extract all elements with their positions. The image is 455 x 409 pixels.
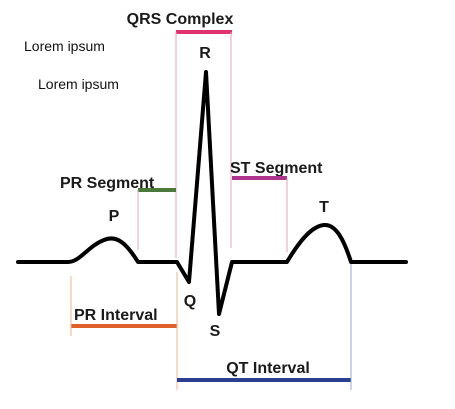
s-wave-label: S xyxy=(210,323,221,340)
st-segment-label: ST Segment xyxy=(230,160,323,177)
t-wave-label: T xyxy=(319,199,329,216)
qt-interval-label: QT Interval xyxy=(226,360,310,377)
pr-segment-label: PR Segment xyxy=(60,175,155,192)
ecg-trace xyxy=(16,70,408,316)
p-wave-label: P xyxy=(109,208,120,225)
filler-text-1: Lorem ipsum xyxy=(24,38,105,54)
q-wave-label: Q xyxy=(184,293,196,310)
qrs-complex-label: QRS Complex xyxy=(127,11,234,28)
pr-interval-label: PR Interval xyxy=(74,307,158,324)
r-wave-label: R xyxy=(199,45,211,62)
filler-text-2: Lorem ipsum xyxy=(38,76,119,92)
